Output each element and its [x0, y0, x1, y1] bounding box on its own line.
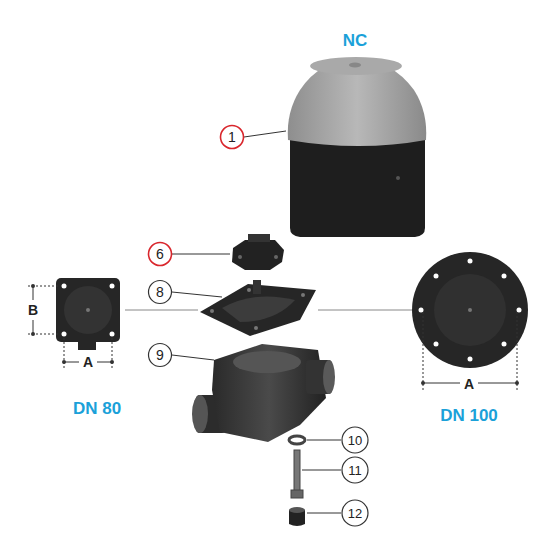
dn100-dome	[434, 274, 506, 346]
extension-line	[423, 312, 424, 390]
callout-number: 8	[156, 285, 164, 299]
dn100-hole	[434, 342, 439, 347]
dimension-line	[478, 383, 517, 384]
nut-top	[289, 507, 305, 513]
dn100-hole	[502, 274, 507, 279]
leader-line	[172, 355, 214, 360]
dimension-label: A	[83, 355, 93, 369]
body-seat	[233, 351, 301, 373]
compressor-stem	[248, 234, 270, 242]
callout-number: 11	[348, 464, 362, 477]
dn80-tab	[78, 340, 96, 350]
dn80-view	[28, 278, 120, 368]
dimension-dot	[62, 360, 66, 364]
diaphragm-stud	[253, 280, 261, 294]
body-socket-end	[192, 395, 208, 433]
body-socket-end	[323, 360, 335, 394]
dn80-hole	[110, 332, 115, 337]
callout-circle	[342, 500, 368, 526]
dn100-flange	[412, 252, 528, 368]
leader-line	[307, 513, 341, 514]
diaphragm-hole	[210, 309, 214, 313]
dimension-label: B	[28, 303, 38, 317]
compressor-hole	[274, 255, 278, 259]
valve-body	[192, 344, 335, 442]
view-label: DN 100	[440, 407, 498, 424]
washer	[289, 436, 305, 444]
dn80-flange	[56, 278, 120, 342]
dn100-hole	[468, 259, 473, 264]
diaphragm-hole	[301, 293, 305, 297]
actuator-top	[310, 57, 402, 75]
dimension-dot	[110, 360, 114, 364]
callout-number: 9	[156, 348, 164, 362]
diaphragm-hole	[254, 326, 258, 330]
dn100-hole	[502, 342, 507, 347]
dimension-label: A	[464, 377, 474, 391]
center-line	[125, 310, 198, 311]
diaphragm-hole	[247, 288, 251, 292]
dimension-dot	[515, 381, 519, 385]
leader-line	[307, 440, 341, 441]
callout-number: 12	[348, 507, 362, 520]
view-label: DN 80	[73, 400, 121, 417]
dimension-dot	[421, 381, 425, 385]
dimension-dot	[31, 284, 35, 288]
config-label: NC	[343, 32, 368, 49]
actuator-indicator	[349, 63, 361, 68]
callout-circle	[149, 344, 172, 367]
callout-circle	[342, 457, 368, 483]
bolt-head	[291, 490, 303, 498]
dimension-line	[64, 362, 79, 363]
callout-circle	[149, 281, 172, 304]
actuator-cover	[288, 58, 427, 146]
dn80-dome	[64, 286, 112, 334]
dn80-hole	[62, 332, 67, 337]
compressor-part	[232, 234, 284, 270]
diaphragm-dome	[222, 296, 295, 322]
leader-line	[302, 470, 341, 471]
dn100-centre	[468, 308, 472, 312]
callout-circle	[149, 243, 172, 266]
diaphragm	[200, 280, 316, 336]
leader-line	[172, 254, 230, 255]
dn100-hole	[468, 357, 473, 362]
center-line	[318, 310, 412, 311]
actuator-base	[290, 140, 425, 237]
dn100-hole	[517, 308, 522, 313]
leader-line	[244, 131, 286, 137]
callout-number: 1	[228, 130, 236, 144]
callout-circle	[342, 427, 368, 453]
compressor	[232, 240, 284, 270]
dimension-line	[33, 320, 34, 334]
dn100-view	[412, 252, 528, 390]
dimension-line	[423, 383, 460, 384]
dimension-dot	[31, 332, 35, 336]
callout-number: 10	[348, 434, 362, 447]
dn100-hole	[434, 274, 439, 279]
dn80-hole	[62, 284, 67, 289]
compressor-hole	[238, 255, 242, 259]
dn80-centre	[86, 308, 90, 312]
dimension-line	[97, 362, 112, 363]
dn80-hole	[110, 284, 115, 289]
extension-line	[517, 312, 518, 390]
actuator	[288, 57, 427, 237]
callout-number: 6	[156, 247, 164, 261]
bolt	[294, 450, 300, 492]
actuator-port	[396, 176, 400, 180]
callout-circle	[221, 126, 244, 149]
leader-line	[172, 292, 222, 297]
dn100-hole	[419, 308, 424, 313]
dimension-line	[33, 286, 34, 300]
